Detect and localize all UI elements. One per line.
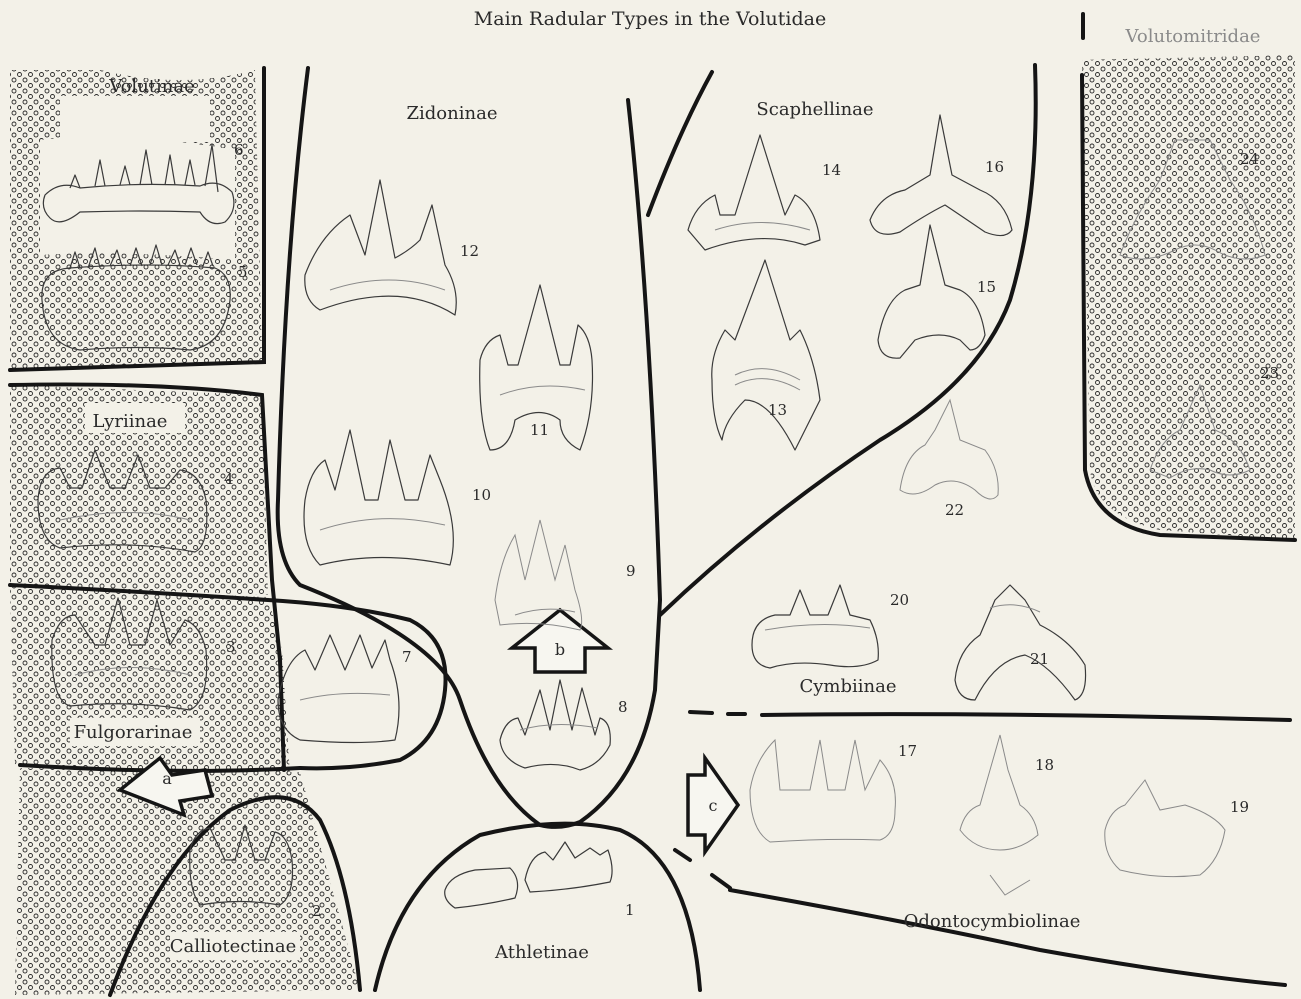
figure-number-11: 11	[530, 421, 549, 439]
figure-number-4: 4	[224, 470, 234, 488]
figure-number-12: 12	[460, 242, 479, 260]
tooth-10	[304, 430, 453, 565]
figure-number-3: 3	[226, 638, 236, 656]
label-cymbiinae: Cymbiinae	[799, 676, 896, 697]
label-calliotectinae: Calliotectinae	[170, 936, 297, 957]
figure-number-5: 5	[238, 263, 248, 281]
label-volutomitridae: Volutomitridae	[1125, 26, 1261, 47]
tooth-8	[500, 680, 610, 770]
figure-number-21: 21	[1030, 650, 1049, 668]
stipple-region-fulgorarinae	[10, 587, 290, 775]
figure-number-15: 15	[977, 278, 996, 296]
figure-number-9: 9	[626, 562, 636, 580]
tooth-20	[752, 585, 878, 668]
figure-number-18: 18	[1035, 756, 1054, 774]
figure-number-14: 14	[822, 161, 841, 179]
figure-number-1: 1	[625, 901, 635, 919]
label-zidoninae: Zidoninae	[407, 103, 498, 124]
tooth-17	[750, 740, 895, 842]
figure-number-20: 20	[890, 591, 909, 609]
label-fulgorarinae: Fulgorarinae	[74, 722, 193, 743]
label-volutinae: Volutinae	[108, 76, 195, 97]
figure-number-7: 7	[402, 648, 412, 666]
arrow-b-label: b	[555, 640, 565, 659]
label-scaphellinae: Scaphellinae	[756, 99, 873, 120]
tooth-21	[955, 585, 1086, 700]
label-odontocymbiolinae: Odontocymbiolinae	[904, 911, 1081, 932]
arrow-a-label: a	[162, 769, 172, 788]
figure-number-23: 23	[1260, 364, 1279, 382]
arrow-b: b	[512, 610, 608, 672]
stipple-region-calliotectinae	[15, 768, 360, 995]
figure-number-24: 24	[1240, 150, 1259, 168]
arrow-c: c	[688, 758, 738, 852]
tooth-15	[878, 225, 985, 358]
label-lyriinae: Lyriinae	[93, 411, 168, 432]
tooth-1	[445, 842, 612, 908]
figure-number-10: 10	[472, 486, 491, 504]
tooth-19	[1105, 780, 1225, 877]
stipple-region-volutomitridae	[1082, 55, 1295, 540]
figure-number-6: 6	[234, 141, 244, 159]
figure-number-2: 2	[312, 902, 322, 920]
tooth-18	[960, 735, 1038, 895]
figure-number-13: 13	[768, 401, 787, 419]
arrow-c-label: c	[709, 796, 718, 815]
figure-number-17: 17	[898, 742, 917, 760]
label-athletinae: Athletinae	[494, 942, 589, 963]
figure-number-22: 22	[945, 501, 964, 519]
tooth-12	[305, 180, 456, 315]
page-title: Main Radular Types in the Volutidae	[474, 8, 826, 30]
figure-number-19: 19	[1230, 798, 1249, 816]
figure-number-8: 8	[618, 698, 628, 716]
figure-number-16: 16	[985, 158, 1004, 176]
tooth-9	[495, 520, 582, 630]
tooth-7	[278, 635, 399, 743]
tooth-13	[712, 260, 820, 450]
tooth-14	[688, 135, 820, 250]
